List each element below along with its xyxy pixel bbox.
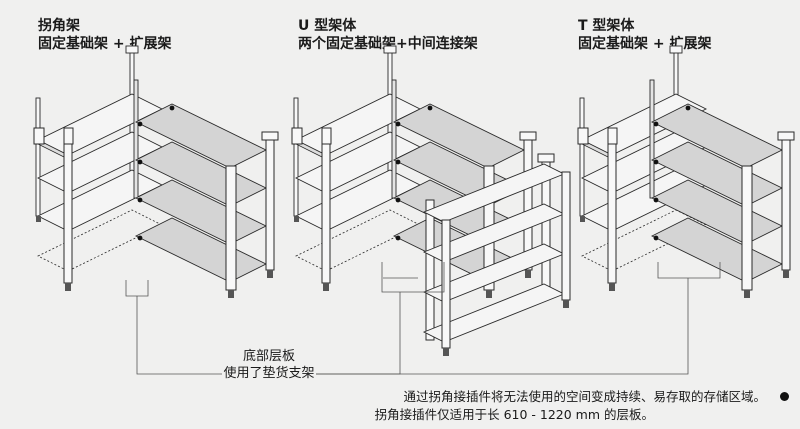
corner-shelf-illustration xyxy=(33,45,279,299)
t-shelf-illustration xyxy=(577,45,795,299)
bullet-icon xyxy=(780,392,789,401)
u-shelf-illustration xyxy=(291,45,571,357)
config-name: U 型架体 xyxy=(298,18,357,34)
config-desc: 两个固定基础架+中间连接架 xyxy=(298,36,478,52)
callout-line2: 使用了垫货支架 xyxy=(223,366,315,381)
config-name: 拐角架 xyxy=(38,18,80,34)
callout-line1: 底部层板 xyxy=(242,349,295,364)
note-shelf-length: 拐角接插件仅适用于长 610 - 1220 mm 的层板。 xyxy=(374,407,654,422)
note-corner-insert: 通过拐角接插件将无法使用的空间变成持续、易存取的存储区域。 xyxy=(403,389,766,404)
config-name: T 型架体 xyxy=(578,18,635,34)
callout-leader-lines xyxy=(125,262,721,375)
dunnage-callout: 底部层板 使用了垫货支架 xyxy=(222,348,316,382)
config-title-u: U 型架体 两个固定基础架+中间连接架 xyxy=(298,17,478,53)
